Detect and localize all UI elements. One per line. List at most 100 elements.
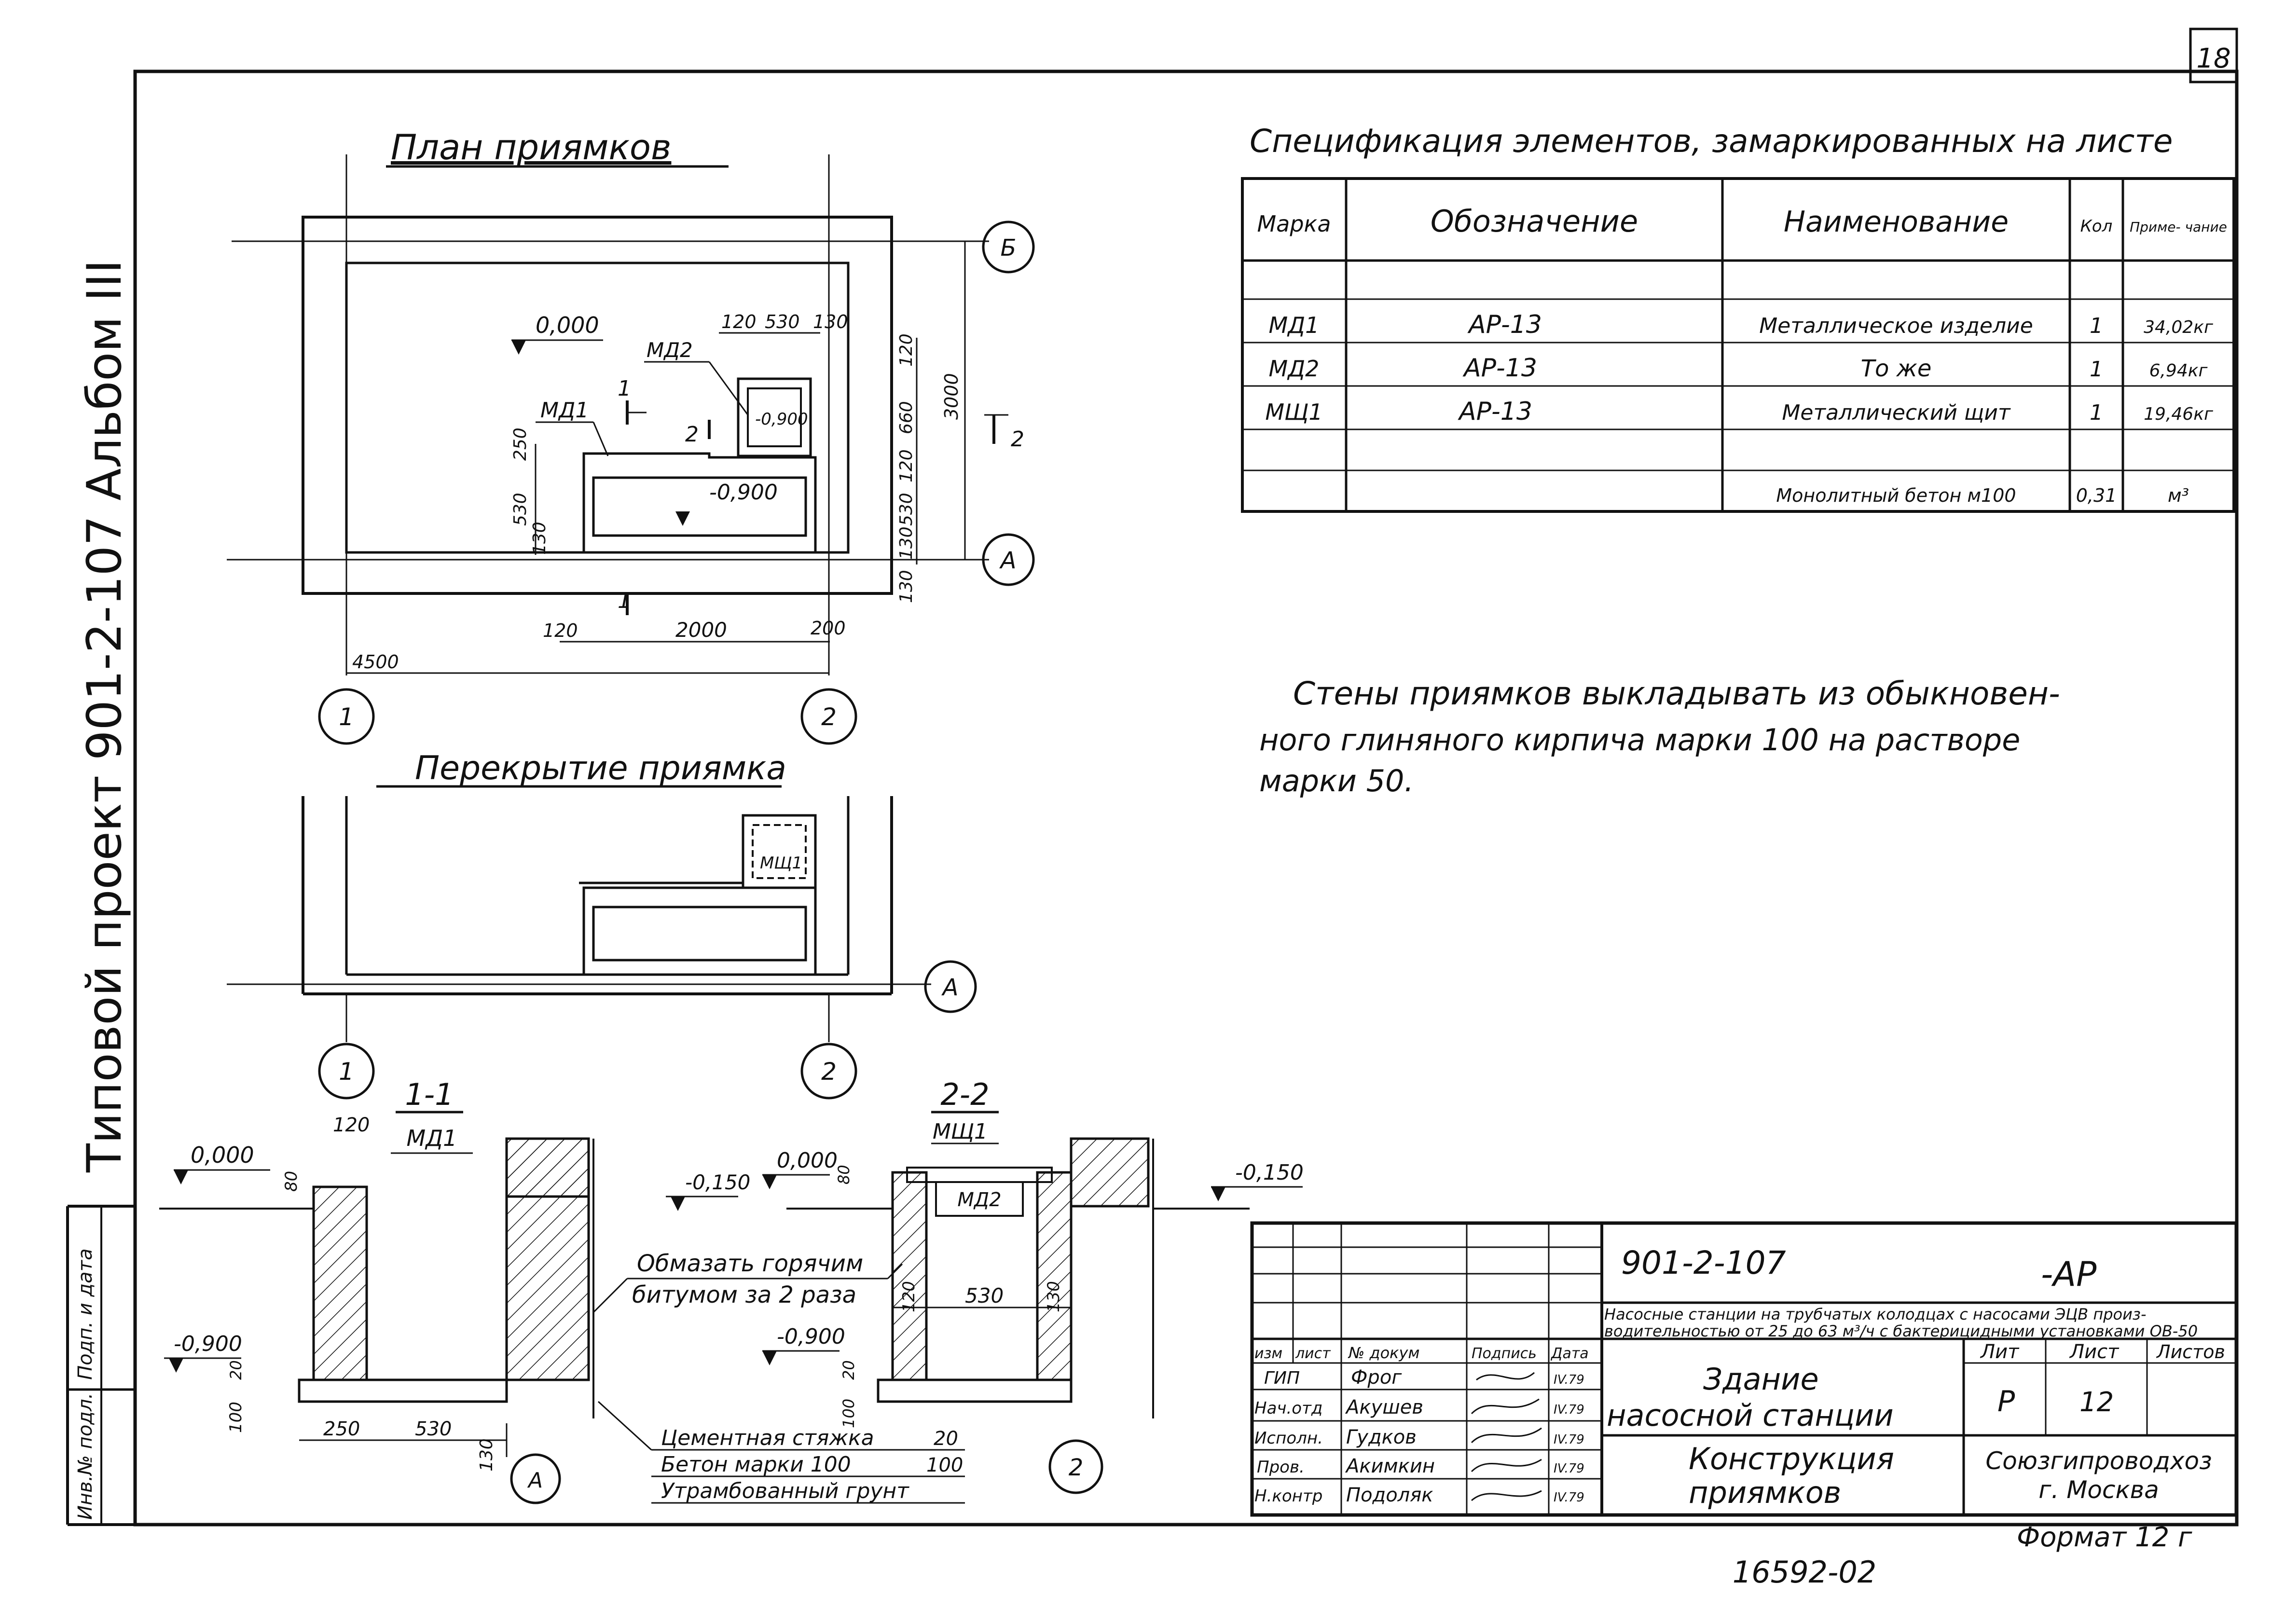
section2-mark-inner: МД2 (957, 1189, 1001, 1211)
spec-row1-note: 34,02кг (2144, 317, 2214, 337)
spec-row3-designation: АР-13 (1458, 397, 1532, 426)
tb-signature-4 (1471, 1459, 1542, 1473)
section1-dim-120: 120 (333, 1114, 370, 1136)
plan-cut-2-left: 2 (685, 422, 699, 447)
plan-dim-4500: 4500 (352, 651, 399, 673)
plan-mark-md2: МД2 (647, 338, 693, 362)
note-line-3: марки 50. (1259, 763, 1414, 798)
plan-dim-right-660: 660 (896, 401, 916, 434)
tb-org-1: Союзгипроводхоз (1985, 1447, 2212, 1475)
tb-object-2: насосной станции (1607, 1398, 1894, 1433)
plan-dim-bottom-120: 120 (543, 620, 578, 641)
plan-dim-right-120: 120 (896, 333, 916, 367)
tb-date-4: IV.79 (1554, 1461, 1584, 1476)
section-2-2: 2-2 МЩ1 -0,150 0,000 80 МД2 120 530 130 … (666, 1077, 1304, 1494)
spec-row2-qty: 1 (2090, 357, 2103, 382)
tb-name-2: Акушев (1345, 1396, 1423, 1418)
spec-row1-designation: АР-13 (1467, 310, 1542, 339)
plan-axis-b: Б (1001, 234, 1017, 261)
section1-mark: МД1 (407, 1125, 457, 1151)
plan-of-pits: План приямков 0,000 -0,900 -0,900 МД1 МД… (227, 127, 1035, 745)
layer-2-value: 100 (926, 1454, 963, 1476)
layer-2-name: Бетон марки 100 (661, 1452, 851, 1477)
section2-dim-100: 100 (840, 1399, 858, 1428)
section1-dim-530: 530 (415, 1418, 452, 1440)
spec-row4-qty: 0,31 (2076, 485, 2117, 506)
section2-level-pit: -0,900 (777, 1324, 845, 1349)
tb-signature-1 (1476, 1372, 1535, 1381)
spec-row2-designation: АР-13 (1462, 354, 1537, 383)
tb-name-5: Подоляк (1346, 1484, 1433, 1506)
specification-table: Спецификация элементов, замаркированных … (1241, 123, 2235, 513)
format-label: Формат 12 г (2017, 1522, 2192, 1553)
plan-mark-md1: МД1 (540, 398, 589, 423)
tb-stage: Р (1997, 1385, 2015, 1418)
tb-signature-5 (1471, 1490, 1542, 1501)
section2-axis: 2 (1069, 1454, 1084, 1481)
plan-dim-left-530: 530 (510, 493, 530, 526)
plan-dim-bottom-2000: 2000 (675, 618, 727, 642)
plan-dim-left-130: 130 (530, 522, 550, 555)
plan-cut-1-top: 1 (618, 376, 631, 401)
tb-description-1: Насосные станции на трубчатых колодцах с… (1604, 1305, 2146, 1323)
plan-dim-right-120b: 120 (896, 449, 916, 482)
overlap-title: Перекрытие приямка (415, 749, 786, 787)
sheet-frame (66, 28, 2239, 1527)
bottom-archive-number: 16592-02 (1733, 1555, 1877, 1590)
section2-level-015-right: -0,150 (1235, 1160, 1304, 1185)
plan-axis-1: 1 (339, 703, 354, 731)
stamp-label-sign-date: Подп. и дата (74, 1249, 96, 1380)
section2-level-015-left: -0,150 (685, 1170, 750, 1194)
spec-header-name: Наименование (1784, 205, 2009, 239)
tb-sheet-header: Лист (2069, 1341, 2120, 1363)
tb-suffix: -АР (2041, 1254, 2097, 1294)
tb-name-4: Акимкин (1345, 1455, 1435, 1477)
overlap-axis-2: 2 (821, 1058, 837, 1086)
title-block: 901-2-107 -АР Насосные станции на трубча… (1250, 1221, 2238, 1517)
tb-signature-3 (1471, 1427, 1542, 1444)
layer-1-name: Цементная стяжка (661, 1426, 874, 1450)
plan-dim-right-530: 530 (896, 493, 916, 526)
spec-row1-mark: МД1 (1269, 312, 1320, 338)
sheet-number: 18 (2196, 43, 2230, 74)
spec-title: Спецификация элементов, замаркированных … (1250, 123, 2173, 160)
tb-date-2: IV.79 (1554, 1403, 1584, 1417)
tb-role-4: Пров. (1257, 1458, 1305, 1477)
spec-row4-note: м³ (2168, 485, 2189, 506)
spec-row2-mark: МД2 (1269, 356, 1320, 382)
tb-drawing-1: Конструкция (1689, 1441, 1894, 1476)
plan-dim-top-120: 120 (721, 311, 757, 332)
section1-axis: А (527, 1468, 543, 1493)
section2-title: 2-2 (940, 1077, 989, 1112)
plan-level-pit: -0,900 (709, 480, 778, 505)
tb-stage-header: Лит (1980, 1341, 2020, 1363)
plan-dim-right-130: 130 (896, 526, 916, 560)
section2-dim-80: 80 (835, 1165, 853, 1184)
note-line-2: ного глиняного кирпича марки 100 на раст… (1259, 722, 2020, 757)
tb-date-1: IV.79 (1554, 1373, 1584, 1387)
section1-title: 1-1 (405, 1077, 454, 1112)
section1-dim-80: 80 (282, 1171, 301, 1192)
plan-dim-top-130: 130 (813, 311, 848, 332)
plan-dim-bottom-200: 200 (811, 618, 846, 639)
pit-overlap-view: Перекрытие приямка МЩ1 А 1 2 (227, 749, 977, 1100)
spec-row1-name: Металлическое изделие (1759, 314, 2033, 338)
section1-dim-100: 100 (226, 1402, 246, 1433)
plan-axis-a: А (999, 547, 1017, 574)
tb-role-5: Н.контр (1254, 1486, 1322, 1506)
spec-header-qty: Кол (2080, 217, 2113, 236)
plan-dim-top-530: 530 (765, 311, 800, 332)
plan-level-zero: 0,000 (536, 312, 599, 338)
plan-dim-left-250: 250 (510, 427, 530, 461)
plan-dim-right-130-bottom: 130 (896, 570, 916, 603)
plan-cut-2-right: 2 (1011, 427, 1024, 452)
tb-date-5: IV.79 (1554, 1490, 1584, 1505)
plan-title: План приямков (391, 127, 671, 167)
layer-1-value: 20 (934, 1428, 958, 1450)
section2-level-zero: 0,000 (777, 1148, 838, 1173)
section1-callout-line-1: Обмазать горячим (637, 1250, 863, 1277)
tb-object-1: Здание (1703, 1362, 1819, 1397)
tb-description-2: водительностью от 25 до 63 м³/ч с бактер… (1604, 1322, 2198, 1340)
spec-header-mark: Марка (1257, 211, 1331, 237)
overlap-axis-a: А (941, 974, 959, 1001)
